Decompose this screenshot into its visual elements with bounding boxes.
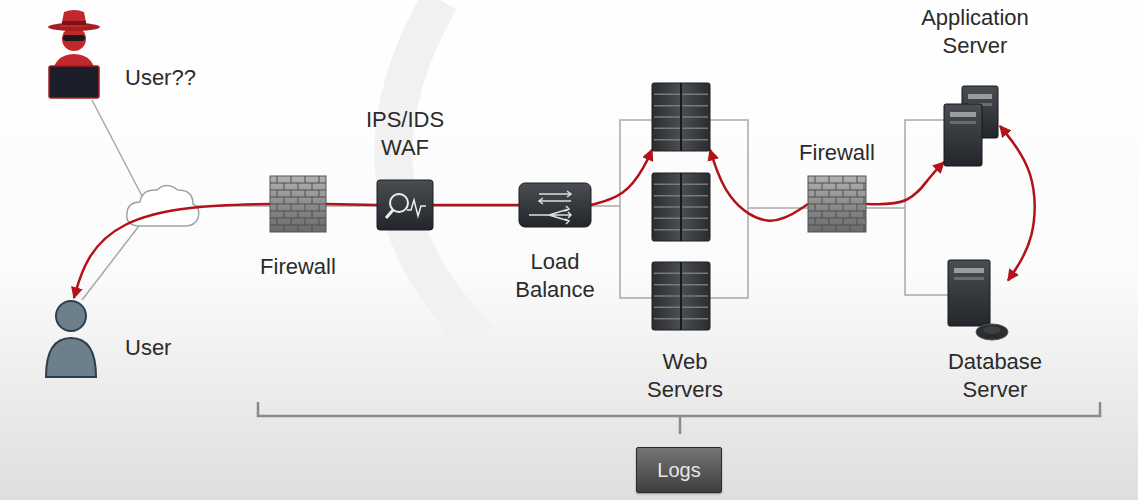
application-server-graphic xyxy=(944,86,1000,166)
firewall-icon: Firewall xyxy=(270,176,326,232)
node-label: User xyxy=(125,334,171,362)
database-server: Database Server xyxy=(948,260,1008,342)
firewall-icon-graphic xyxy=(270,176,326,232)
traffic-arrow xyxy=(591,150,652,205)
traffic-arrow xyxy=(710,150,808,221)
network-links xyxy=(82,100,950,300)
firewall-icon: Firewall xyxy=(808,176,866,232)
node-label: Firewall xyxy=(777,139,897,167)
attacker-icon: User?? xyxy=(45,8,103,100)
traffic-arrow xyxy=(866,162,944,204)
box-label: Logs xyxy=(637,448,720,492)
node-label: Firewall xyxy=(238,253,358,281)
firewall-icon-graphic xyxy=(808,176,866,232)
user-icon-graphic xyxy=(42,298,100,378)
ips-appliance-graphic xyxy=(377,180,433,230)
load-balancer-graphic xyxy=(519,183,591,227)
node-label: User?? xyxy=(125,64,196,92)
web-server-farm-graphic xyxy=(652,83,710,330)
attacker-icon-graphic xyxy=(45,8,103,100)
node-label: Load Balance xyxy=(500,248,610,304)
logs-box: Logs xyxy=(636,447,721,493)
user-icon: User xyxy=(42,298,100,378)
web-server-farm: Web Servers xyxy=(652,83,710,330)
node-label: Web Servers xyxy=(630,348,740,404)
application-server: Application Server xyxy=(944,86,1000,166)
ips-appliance: IPS/IDS WAF xyxy=(377,180,433,230)
node-label: Database Server xyxy=(930,348,1060,404)
load-balancer: Load Balance xyxy=(519,183,591,227)
traffic-arrow xyxy=(74,204,270,298)
log-bracket xyxy=(258,402,1100,434)
traffic-arrow xyxy=(1000,126,1035,281)
database-server-graphic xyxy=(948,260,1008,342)
traffic-arrow xyxy=(433,204,519,207)
traffic-arrow xyxy=(326,204,377,205)
node-label: Application Server xyxy=(900,4,1050,60)
node-label: IPS/IDS WAF xyxy=(350,106,460,162)
watermark-arc xyxy=(393,0,480,340)
